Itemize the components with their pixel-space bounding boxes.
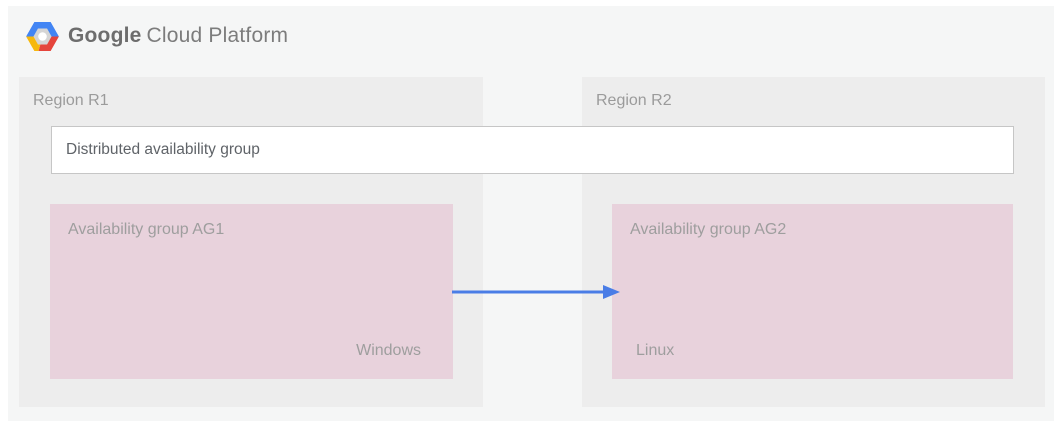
ag1-os-label: Windows (356, 342, 421, 359)
distributed-availability-group-box: Distributed availability group (51, 126, 1014, 174)
ag1-label: Availability group AG1 (68, 221, 225, 238)
brand-cloud-platform-text: Cloud Platform (146, 24, 289, 47)
ag2-os-label: Linux (636, 342, 675, 359)
availability-group-ag1-box: Availability group AG1 Windows (50, 204, 453, 379)
logo-core-circle (38, 31, 47, 41)
distributed-availability-group-label: Distributed availability group (66, 141, 260, 158)
region-r2-label: Region R2 (596, 92, 672, 109)
replication-arrow (452, 285, 620, 299)
gcp-hexagon-icon (26, 21, 59, 51)
region-r1-label: Region R1 (33, 92, 109, 109)
replication-arrow-head (603, 285, 620, 299)
brand-google-text: Google (68, 24, 142, 47)
availability-group-ag2-box: Availability group AG2 Linux (612, 204, 1013, 379)
ag2-label: Availability group AG2 (630, 221, 787, 238)
